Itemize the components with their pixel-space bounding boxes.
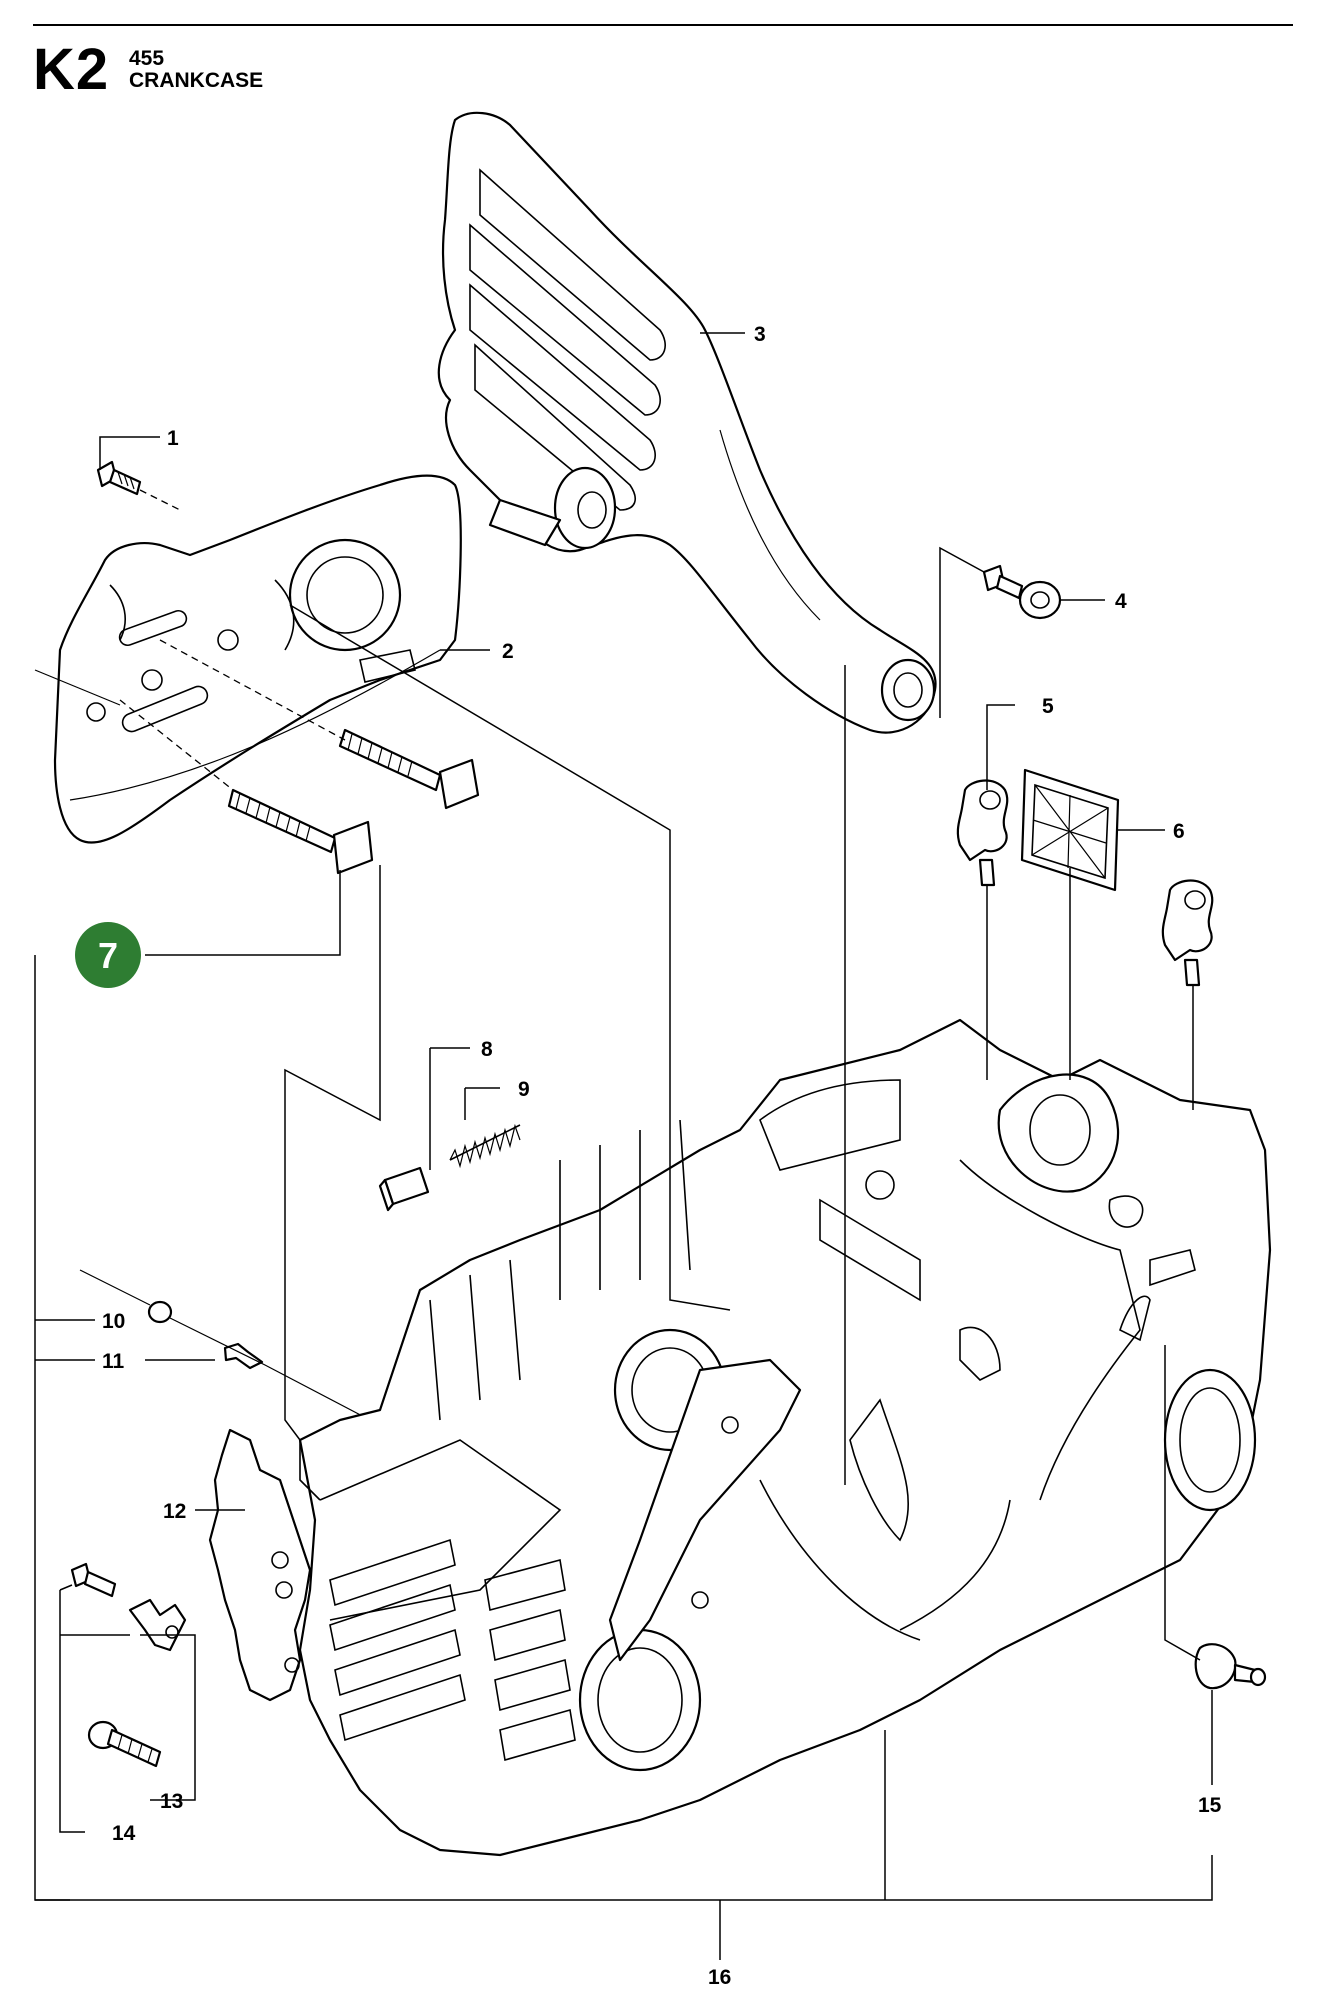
callout-15: 15 (1198, 1794, 1222, 1817)
callout-14: 14 (112, 1822, 136, 1845)
callout-10: 10 (102, 1310, 125, 1333)
bar-bolts-drawing (34, 639, 480, 875)
callout-7-highlight (75, 922, 141, 988)
header-rule (33, 24, 1293, 26)
callout-16: 16 (708, 1966, 731, 1989)
callout-12: 12 (163, 1500, 186, 1523)
screw-1-drawing (96, 460, 181, 511)
plate-drawing (53, 474, 462, 844)
screws-and-catcher-drawing (70, 1562, 187, 1768)
model-number: 455 (129, 47, 165, 70)
callout-labels: 1 2 3 4 5 6 7 8 9 10 11 12 13 14 15 16 (75, 323, 1222, 1989)
callout-8: 8 (481, 1038, 493, 1061)
callout-13: 13 (160, 1790, 183, 1813)
callout-3: 3 (754, 323, 766, 346)
plug-and-nipple-drawing (79, 1269, 371, 1421)
callout-1: 1 (167, 427, 179, 450)
stud-plate-drawing (208, 1428, 312, 1702)
crankcase-drawing (298, 1018, 1272, 1857)
callout-4: 4 (1115, 590, 1127, 613)
callout-6: 6 (1173, 820, 1185, 843)
callout-5: 5 (1042, 695, 1054, 718)
pad-and-spring-drawing (378, 1123, 521, 1212)
rear-handle-drawing (437, 111, 937, 734)
screw-4-drawing (982, 564, 1062, 620)
callout-11: 11 (102, 1350, 125, 1373)
callout-2: 2 (502, 640, 514, 663)
section-code: K2 (33, 37, 110, 102)
screen-drawing (1020, 768, 1120, 892)
callout-7: 7 (98, 935, 118, 976)
av-mounts-drawing (956, 779, 1214, 987)
section-title: CRANKCASE (129, 69, 264, 92)
buffer-15-drawing (1194, 1643, 1267, 1690)
callout-9: 9 (518, 1078, 530, 1101)
leader-lines (34, 332, 1213, 1960)
